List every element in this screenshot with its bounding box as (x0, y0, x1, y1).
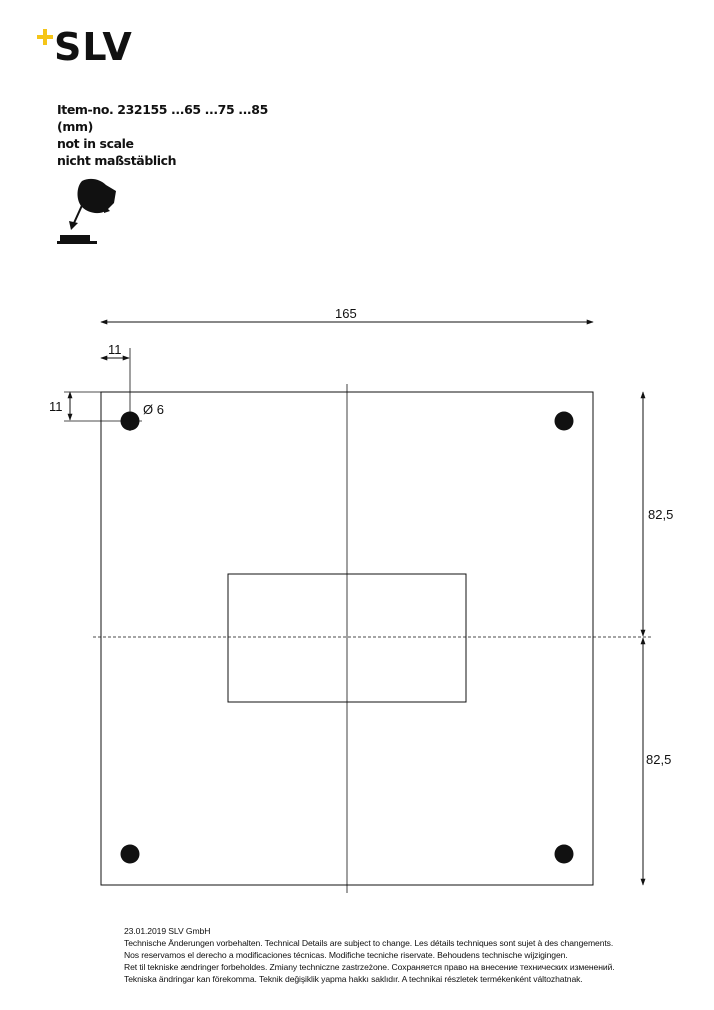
hole-offset-y-label: 11 (49, 399, 63, 414)
width-dimension-label: 165 (335, 306, 357, 321)
footer-disclaimer: 23.01.2019 SLV GmbH Technische Änderunge… (124, 925, 615, 985)
slv-logo-icon (37, 29, 53, 45)
mounting-hole-bottom-right (554, 844, 574, 864)
item-number: Item-no. 232155 ...65 ...75 ...85 (57, 102, 268, 117)
hole-offset-x-label: 11 (108, 342, 122, 357)
header-block: Item-no. 232155 ...65 ...75 ...85 (mm) n… (57, 101, 268, 169)
footer-line: Tekniska ändringar kan förekomma. Teknik… (124, 974, 583, 984)
ceiling-lamp-mounting-icon (57, 178, 116, 244)
scale-note-de: nicht maßstäblich (57, 153, 177, 168)
units-label: (mm) (57, 119, 93, 134)
half-height-bottom-label: 82,5 (646, 752, 672, 767)
footer-date-company: 23.01.2019 SLV GmbH (124, 926, 211, 936)
mounting-hole-top-right (554, 411, 574, 431)
brand-name: SLV (54, 25, 133, 69)
mounting-hole-bottom-left (120, 844, 140, 864)
footer-line: Technische Änderungen vorbehalten. Techn… (124, 938, 614, 948)
half-height-top-label: 82,5 (648, 507, 674, 522)
scale-note-en: not in scale (57, 136, 134, 151)
footer-line: Ret til tekniske ændringer forbeholdes. … (124, 962, 615, 972)
footer-line: Nos reservamos el derecho a modificacion… (124, 950, 568, 960)
hole-diameter-label: Ø 6 (143, 402, 164, 417)
